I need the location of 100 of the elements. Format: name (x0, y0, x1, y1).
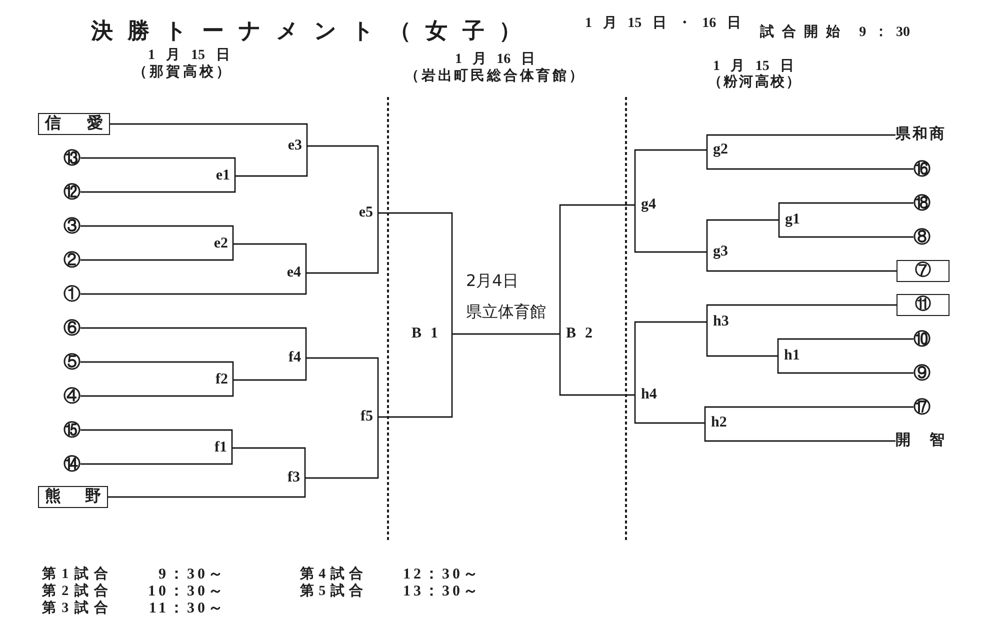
bracket-line (706, 252, 896, 272)
match-label: f4 (288, 350, 306, 366)
bracket-line (233, 243, 307, 273)
circled-number: ⑫ (64, 184, 80, 200)
circled-number: ⑨ (914, 364, 930, 382)
bracket-line (80, 157, 236, 176)
match-number-label: 第4試合 (300, 568, 363, 582)
date-label: 1月15日 (148, 49, 230, 63)
circled-number: ⑭ (64, 456, 80, 472)
circled-number: ① (64, 286, 80, 302)
bracket-line (559, 334, 635, 396)
circled-number: ⑬ (64, 150, 80, 166)
match-label: h1 (778, 348, 800, 364)
bracket-line (232, 447, 306, 478)
bracket-line (80, 176, 236, 193)
bracket-line (634, 149, 707, 205)
circled-number: ② (64, 252, 80, 268)
match-label: g4 (635, 198, 656, 212)
venue-label: （粉河高校） (708, 76, 800, 90)
bracket-line (80, 380, 234, 397)
bracket-line (233, 358, 307, 381)
circled-number: ⑱ (914, 194, 930, 212)
match-label: h4 (635, 388, 657, 402)
circled-number: ⑰ (914, 398, 930, 416)
bracket-line (559, 204, 635, 334)
circled-number: ⑥ (64, 320, 80, 336)
bracket-line (305, 417, 379, 479)
venue-label: （那賀高校） (133, 66, 230, 80)
bracket-line (80, 273, 307, 295)
match-label: B1 (411, 326, 452, 342)
team-box: ⑦ (896, 260, 950, 282)
bracket-line (778, 202, 914, 220)
bracket-line (307, 145, 379, 213)
match-number-label: 第1試合 (42, 568, 108, 582)
match-number-label: 第3試合 (42, 602, 108, 616)
date-label: 1月15日 (713, 60, 794, 74)
match-number-label: 第5試合 (300, 585, 363, 599)
bracket-line (634, 321, 707, 395)
bracket-line (306, 357, 379, 417)
match-label: e5 (358, 206, 378, 220)
match-label: e2 (214, 236, 233, 252)
match-label: f3 (288, 470, 305, 486)
bracket-line (80, 429, 233, 448)
bracket-line (778, 220, 914, 238)
bracket-line (777, 356, 914, 374)
bracket-line (80, 244, 234, 261)
bracket-line (306, 213, 379, 274)
bracket-line (706, 150, 914, 170)
match-label: h2 (705, 416, 727, 430)
circled-number: ⑮ (64, 422, 80, 438)
bracket-line (110, 123, 308, 146)
team-name: 開智 (896, 434, 944, 448)
match-label: f2 (216, 372, 233, 388)
bracket-line (80, 361, 234, 380)
bracket-line (634, 395, 705, 424)
bracket-line (634, 205, 707, 253)
match-label: e1 (216, 168, 235, 184)
venue-label: 県立体育館 (466, 304, 546, 320)
bracket-line (706, 304, 896, 322)
bracket-line (706, 219, 779, 252)
date-label: 2月4日 (466, 273, 518, 289)
title: 決勝トーナメント（女子） (91, 20, 521, 42)
date-label: 1月16日 (455, 53, 535, 67)
match-time-label: 11：30～ (148, 602, 226, 616)
bracket-line (706, 322, 778, 357)
team-box: ⑪ (896, 294, 950, 316)
circled-number: ④ (64, 388, 80, 404)
circled-number: ③ (64, 218, 80, 234)
match-time-label: 9：30～ (158, 568, 226, 582)
bracket-line (80, 327, 307, 358)
circled-number: ⑩ (914, 330, 930, 348)
bracket-line (80, 225, 234, 244)
match-number-label: 第2試合 (42, 585, 108, 599)
match-time-label: 10：30～ (148, 584, 226, 600)
bracket-line (378, 334, 453, 418)
bracket-line (704, 423, 896, 442)
bracket-line (108, 478, 306, 498)
bracket-line (452, 333, 561, 335)
team-box: 信愛 (38, 113, 110, 135)
venue-label: （岩出町民総合体育館） (405, 70, 583, 84)
bracket-line (378, 212, 453, 334)
match-time-label: 13：30～ (403, 584, 481, 600)
match-time-label: 12：30～ (403, 568, 481, 582)
match-label: g3 (707, 244, 728, 260)
match-label: h3 (707, 314, 729, 330)
match-label: g1 (779, 212, 800, 228)
bracket-line (706, 134, 896, 150)
circled-number: ⑤ (64, 354, 80, 370)
circled-number: ⑧ (914, 228, 930, 246)
start-time-label: 試合開始 9：30 (760, 26, 910, 40)
bracket-line (80, 448, 233, 465)
match-label: e3 (288, 138, 307, 154)
bracket-line (235, 146, 308, 177)
date-label: 1月15日・16日 (585, 17, 741, 31)
bracket-line (704, 406, 914, 423)
match-label: B2 (560, 326, 602, 342)
match-label: e4 (286, 266, 306, 280)
match-label: f1 (214, 440, 232, 456)
team-box: 熊野 (38, 486, 108, 508)
bracket-line (777, 338, 914, 356)
